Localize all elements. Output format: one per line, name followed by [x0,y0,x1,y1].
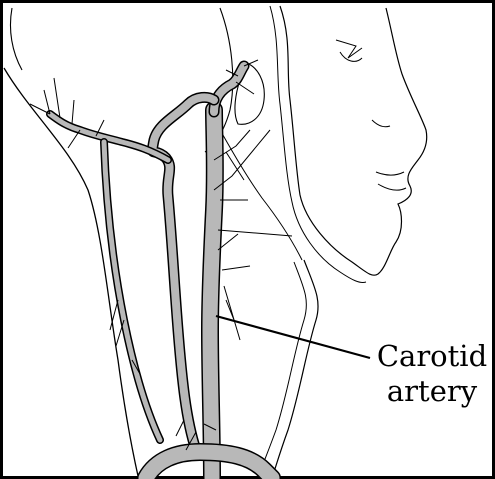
carotid-artery-label: Carotid artery [376,339,488,409]
face-profile-inner [270,6,366,283]
throat-outline-outer [272,260,318,478]
face-profile-outer [280,6,427,275]
skull-contour [10,8,232,152]
vessel-system [50,66,272,478]
posterior-neck-vessel-outline [104,142,160,440]
common-carotid-artery [210,110,215,478]
mouth-detail [376,172,406,190]
external-carotid [214,66,244,112]
small-branches [30,60,292,450]
posterior-neck-vessel [104,142,160,440]
eye-detail [336,40,362,61]
jaw-line [212,116,302,260]
label-line-1: Carotid [376,339,488,374]
label-line-2: artery [376,374,488,409]
nose-detail [372,120,390,127]
